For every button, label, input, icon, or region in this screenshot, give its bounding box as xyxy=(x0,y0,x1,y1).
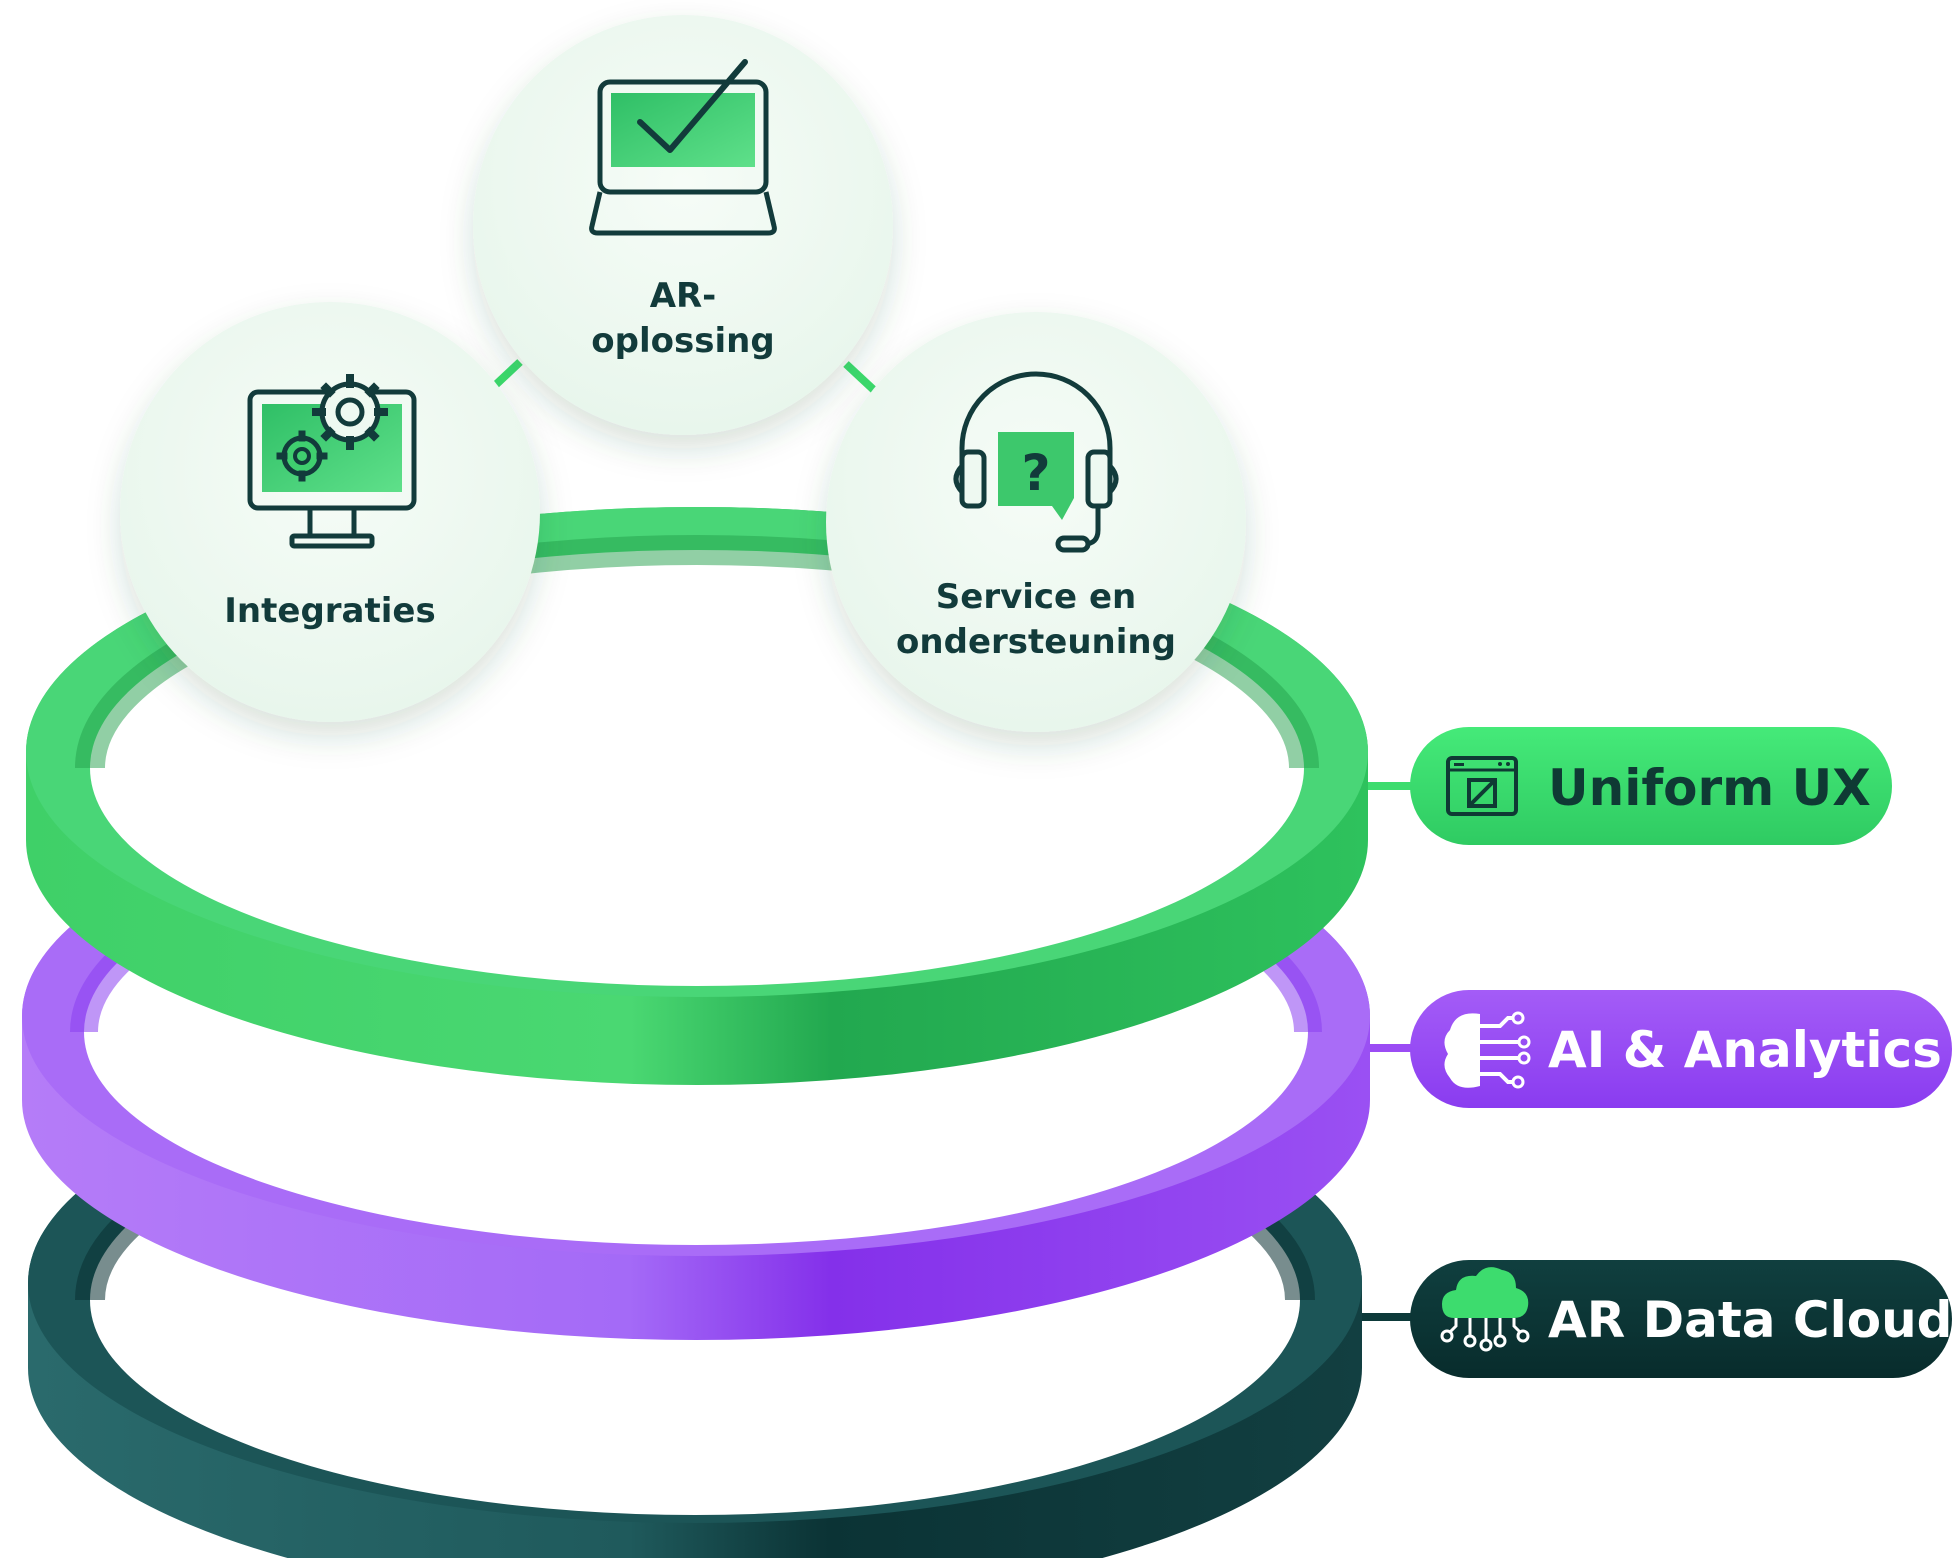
ar-data-cloud-label: AR Data Cloud xyxy=(1548,1291,1952,1349)
headset-question-icon: ? xyxy=(953,371,1119,553)
ai-analytics-label: AI & Analytics xyxy=(1548,1021,1942,1079)
pill-ai-analytics[interactable]: AI & Analytics xyxy=(1410,990,1952,1108)
ar-solution-label-line1: AR- xyxy=(650,276,717,316)
circle-connector-right xyxy=(843,361,879,395)
layer-connectors xyxy=(1355,782,1415,1321)
connector-ar-data-cloud xyxy=(1355,1313,1415,1321)
monitor-gears-icon xyxy=(247,374,417,549)
connector-uniform-ux xyxy=(1355,782,1415,790)
circle-integrations: Integraties xyxy=(120,302,540,722)
connector-ai-analytics xyxy=(1355,1044,1415,1052)
app-window-icon xyxy=(1446,756,1518,816)
circle-ar-solution: AR- oplossing xyxy=(473,15,893,435)
ar-solution-label-line2: oplossing xyxy=(591,321,774,361)
pill-uniform-ux[interactable]: Uniform UX xyxy=(1410,727,1892,845)
question-mark-glyph: ? xyxy=(1021,444,1050,502)
service-label-line2: ondersteuning xyxy=(896,622,1176,662)
pill-ar-data-cloud[interactable]: AR Data Cloud xyxy=(1410,1260,1952,1378)
cloud-circuit-icon xyxy=(1440,1267,1530,1352)
integrations-label: Integraties xyxy=(224,591,435,631)
service-label-line1: Service en xyxy=(936,577,1136,617)
laptop-checkmark-icon xyxy=(589,59,777,236)
brain-circuit-icon xyxy=(1444,1011,1531,1089)
circle-service: ? Service en ondersteuning xyxy=(826,312,1246,732)
uniform-ux-label: Uniform UX xyxy=(1548,759,1871,817)
